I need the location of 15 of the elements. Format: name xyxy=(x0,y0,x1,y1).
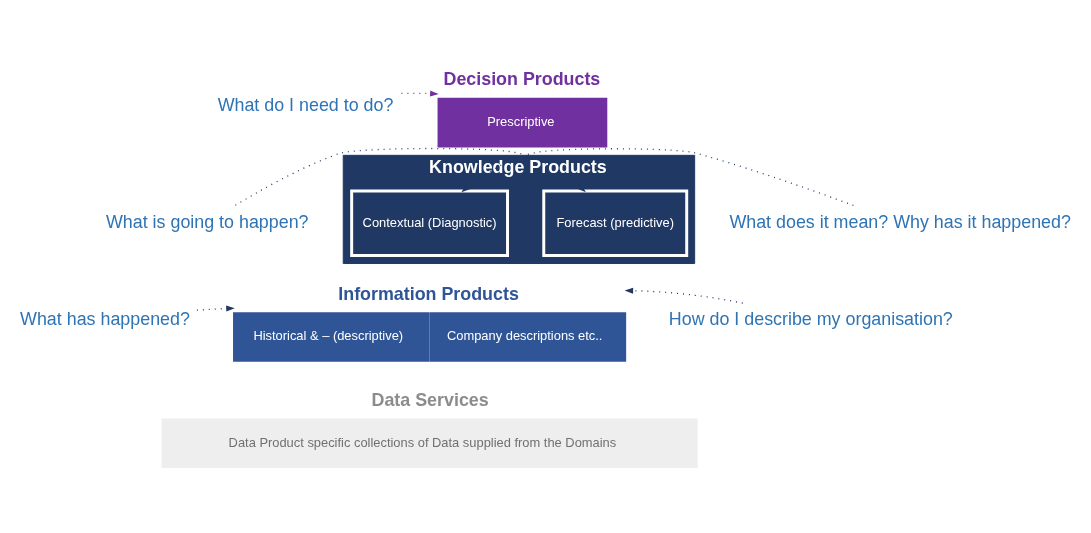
node-box: Forecast (predictive) xyxy=(542,189,689,257)
arrow xyxy=(624,287,744,304)
arrow xyxy=(461,147,855,206)
node-label: Decision Products xyxy=(443,68,601,89)
node-text: What does it mean? Why has it happened? xyxy=(729,211,1071,232)
node-text: What has happened? xyxy=(20,308,190,329)
node-text: What is going to happen? xyxy=(105,211,309,232)
node-text: What do I need to do? xyxy=(217,94,394,115)
node-label: Data Services xyxy=(371,389,489,410)
arrow xyxy=(196,305,235,312)
node-box: Prescriptive xyxy=(437,97,608,147)
node-text: How do I describe my organisation? xyxy=(668,308,953,329)
node-label: Information Products xyxy=(338,283,519,304)
node-box: Contextual (Diagnostic) xyxy=(350,189,509,257)
arrow xyxy=(400,90,439,97)
